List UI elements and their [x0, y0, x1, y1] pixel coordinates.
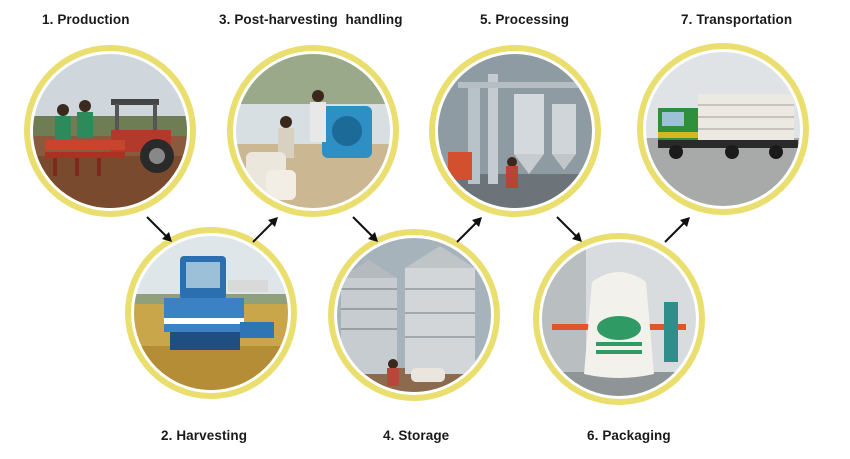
step-label-production: 1. Production [42, 12, 130, 27]
arrow-packaging-to-transportation-icon [664, 217, 690, 243]
step-label-harvesting: 2. Harvesting [161, 428, 248, 443]
combine-harvester-photo-icon [125, 227, 297, 399]
circle-storage [327, 228, 501, 402]
circle-transportation [636, 42, 810, 216]
grain-silos-photo-icon [328, 229, 500, 401]
step-label-storage: 4. Storage [383, 428, 450, 443]
circle-packaging [532, 232, 706, 406]
circle-production [23, 44, 197, 218]
rice-sack-photo-icon [533, 233, 705, 405]
arrow-processing-to-packaging-icon [556, 216, 582, 242]
circle-processing [428, 44, 602, 218]
step-label-transportation: 7. Transportation [681, 12, 793, 27]
circle-post-harvesting [226, 44, 400, 218]
arrow-production-to-harvesting-icon [146, 216, 172, 242]
threshing-machine-photo-icon [227, 45, 399, 217]
step-label-processing: 5. Processing [480, 12, 570, 27]
rice-mill-photo-icon [429, 45, 601, 217]
arrow-harvesting-to-post-harvesting-icon [252, 217, 278, 243]
arrow-storage-to-processing-icon [456, 217, 482, 243]
arrow-post-harvesting-to-storage-icon [352, 216, 378, 242]
circle-harvesting [124, 226, 298, 400]
step-label-post-harvesting: 3. Post-harvesting handling [219, 12, 403, 27]
loaded-truck-photo-icon [637, 43, 809, 215]
step-label-packaging: 6. Packaging [587, 428, 671, 443]
tractor-planter-photo-icon [24, 45, 196, 217]
